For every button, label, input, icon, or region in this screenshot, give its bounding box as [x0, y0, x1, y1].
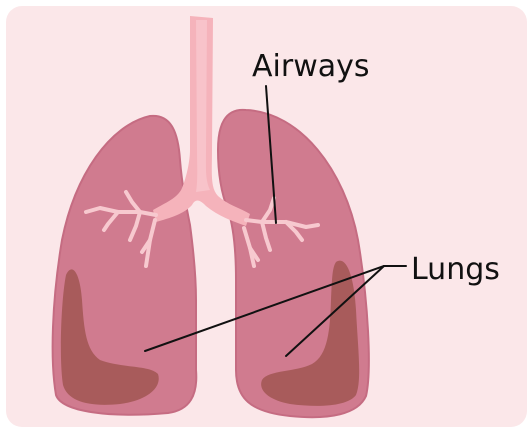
- airways-label: Airways: [252, 52, 370, 82]
- lungs-label: Lungs: [411, 255, 500, 285]
